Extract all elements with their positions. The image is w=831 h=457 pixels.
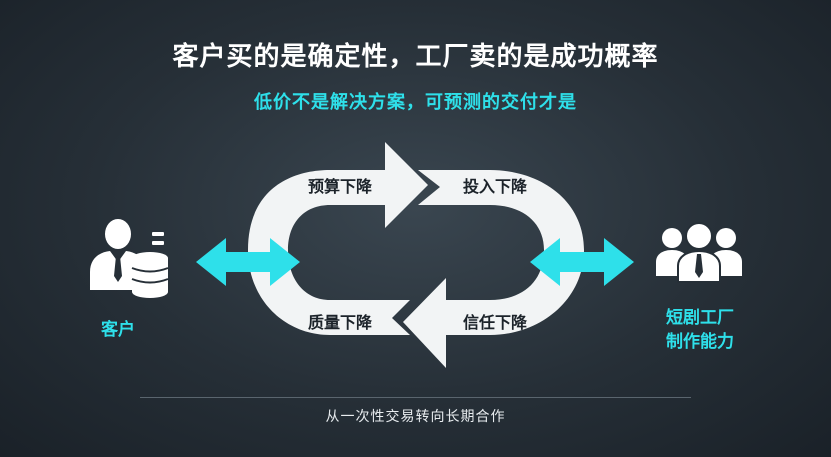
arrow-top-left <box>248 142 428 250</box>
page-title: 客户买的是确定性，工厂卖的是成功概率 <box>172 42 659 72</box>
customer-icon <box>90 219 169 298</box>
footer-divider <box>140 397 691 398</box>
page-subtitle: 低价不是解决方案，可预测的交付才是 <box>254 92 577 113</box>
arrow-bottom-right <box>403 250 584 368</box>
step-budget-down: 预算下降 <box>307 177 372 196</box>
factory-label-line2: 制作能力 <box>666 332 734 352</box>
right-double-arrow <box>530 238 634 286</box>
step-quality-down: 质量下降 <box>307 313 372 332</box>
arrow-bottom-left <box>248 250 410 335</box>
customer-label: 客户 <box>101 320 135 340</box>
team-icon <box>656 222 742 283</box>
footer-text: 从一次性交易转向长期合作 <box>325 409 506 425</box>
factory-label-line1: 短剧工厂 <box>666 308 734 328</box>
step-investment-down: 投入下降 <box>462 177 527 196</box>
step-trust-down: 信任下降 <box>462 313 527 332</box>
arrow-top-right <box>418 170 584 250</box>
left-double-arrow <box>196 238 300 286</box>
